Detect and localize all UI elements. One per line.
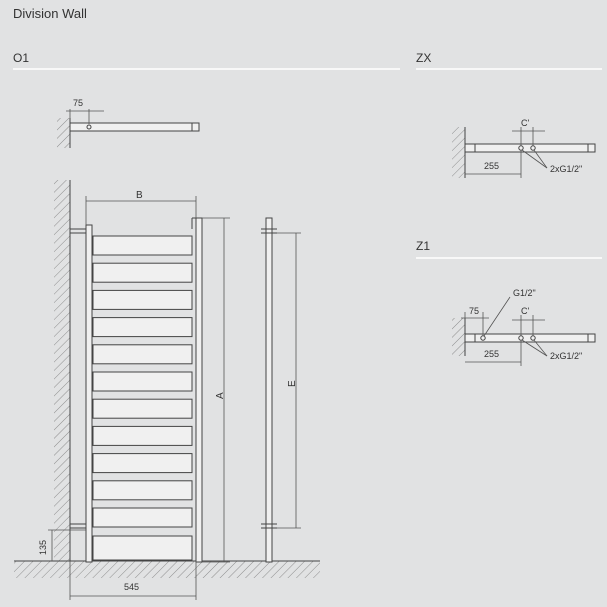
rail-7 — [92, 398, 193, 419]
section-label-zx: ZX — [416, 51, 431, 65]
dim-135-label: 135 — [38, 540, 48, 555]
rail-1 — [92, 235, 193, 256]
o1-top-wall — [57, 118, 70, 148]
z1-conn-label: 2xG1/2" — [550, 351, 582, 361]
z1-view: G1/2" 75 C' 255 2xG1/2" — [452, 288, 596, 366]
rail-8 — [92, 425, 193, 446]
rail-10 — [92, 480, 193, 501]
rail-3 — [92, 289, 193, 310]
dim-545-label: 545 — [124, 582, 139, 592]
side-post — [265, 217, 273, 563]
o1-side-view: E — [261, 217, 301, 563]
zx-view: C' 255 2xG1/2" — [452, 118, 596, 178]
left-post — [85, 224, 93, 563]
z1-bar — [464, 333, 596, 343]
rail-11 — [92, 507, 193, 528]
rail-2 — [92, 262, 193, 283]
section-label-o1: O1 — [13, 51, 29, 65]
bottom-collector — [92, 535, 193, 561]
z1-g-label: G1/2" — [513, 288, 536, 298]
section-label-z1: Z1 — [416, 239, 430, 253]
o1-top-bar — [69, 122, 200, 132]
rail-6 — [92, 371, 193, 392]
heated-rails — [92, 235, 193, 561]
z1-255-label: 255 — [484, 349, 499, 359]
z1-c-label: C' — [521, 306, 529, 316]
o1-top-75-label: 75 — [73, 98, 83, 108]
rail-4 — [92, 317, 193, 338]
zx-conn-label: 2xG1/2" — [550, 164, 582, 174]
o1-top-valve — [86, 124, 92, 130]
rail-5 — [92, 344, 193, 365]
dim-e-label: E — [287, 380, 298, 387]
rail-9 — [92, 453, 193, 474]
zx-255-label: 255 — [484, 161, 499, 171]
floor-hatch — [14, 561, 320, 578]
zx-c-label: C' — [521, 118, 529, 128]
zx-bar — [464, 143, 596, 153]
right-post — [195, 217, 203, 563]
page-title: Division Wall — [13, 6, 87, 21]
zx-wall — [452, 127, 465, 178]
dim-a-label: A — [215, 392, 226, 399]
dim-b-label: B — [136, 190, 143, 201]
z1-wall — [452, 318, 465, 356]
wall-hatch — [54, 180, 70, 561]
o1-top-view: 75 — [57, 98, 200, 148]
o1-front-view: B A 135 545 — [14, 180, 320, 600]
z1-75-label: 75 — [469, 306, 479, 316]
